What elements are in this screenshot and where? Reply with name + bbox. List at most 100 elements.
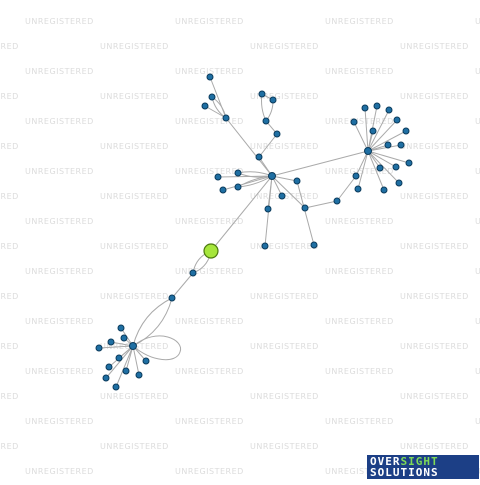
graph-node[interactable] (392, 163, 400, 171)
graph-node[interactable] (405, 159, 413, 167)
watermark-text: UNREGISTERED (250, 392, 319, 401)
graph-edge (336, 175, 357, 202)
graph-self-loop (132, 335, 182, 361)
hub-node[interactable] (364, 147, 372, 155)
watermark-text: UNREGISTERED (0, 292, 19, 301)
graph-node[interactable] (262, 117, 270, 125)
graph-edge (296, 180, 315, 246)
watermark-text: UNREGISTERED (100, 92, 169, 101)
watermark-text: UNREGISTERED (175, 367, 244, 376)
graph-node[interactable] (120, 334, 128, 342)
watermark-text: UNREGISTERED (0, 42, 19, 51)
watermark-text: UNREGISTERED (400, 92, 469, 101)
graph-node[interactable] (293, 177, 301, 185)
graph-node[interactable] (273, 130, 281, 138)
graph-node[interactable] (234, 169, 242, 177)
graph-node[interactable] (201, 102, 209, 110)
graph-node[interactable] (385, 106, 393, 114)
watermark-text: UNREGISTERED (475, 267, 480, 276)
graph-node[interactable] (310, 241, 318, 249)
graph-edge (115, 345, 134, 388)
watermark-text: UNREGISTERED (175, 317, 244, 326)
watermark-text: UNREGISTERED (25, 117, 94, 126)
watermark-text: UNREGISTERED (325, 117, 394, 126)
graph-node[interactable] (354, 185, 362, 193)
graph-node[interactable] (214, 173, 222, 181)
watermark-text: UNREGISTERED (100, 142, 169, 151)
graph-node[interactable] (234, 183, 242, 191)
watermark-text: UNREGISTERED (25, 167, 94, 176)
watermark-text: UNREGISTERED (250, 292, 319, 301)
graph-node[interactable] (352, 172, 360, 180)
watermark-text: UNREGISTERED (250, 242, 319, 251)
watermark-text: UNREGISTERED (250, 442, 319, 451)
graph-node[interactable] (105, 363, 113, 371)
graph-edge (222, 175, 273, 191)
watermark-text: UNREGISTERED (475, 367, 480, 376)
focus-node[interactable] (203, 243, 219, 259)
graph-node[interactable] (219, 186, 227, 194)
logo-line-1: OVERSIGHT (370, 456, 439, 467)
graph-node[interactable] (350, 118, 358, 126)
graph-node[interactable] (255, 153, 263, 161)
watermark-text: UNREGISTERED (325, 367, 394, 376)
hub-node[interactable] (129, 342, 137, 350)
node-layer (95, 73, 413, 391)
watermark-text: UNREGISTERED (475, 167, 480, 176)
watermark-text: UNREGISTERED (0, 92, 19, 101)
graph-node[interactable] (208, 93, 216, 101)
graph-node[interactable] (361, 104, 369, 112)
graph-node[interactable] (369, 127, 377, 135)
watermark-text: UNREGISTERED (100, 392, 169, 401)
watermark-text: UNREGISTERED (475, 67, 480, 76)
graph-node[interactable] (333, 197, 341, 205)
graph-node[interactable] (301, 204, 309, 212)
watermark-text: UNREGISTERED (250, 142, 319, 151)
graph-node[interactable] (206, 73, 214, 81)
watermark-layer: UNREGISTERED UNREGISTERED UNREGISTERED UNRE… (0, 17, 480, 476)
graph-node[interactable] (107, 338, 115, 346)
graph-node[interactable] (102, 374, 110, 382)
graph-node[interactable] (384, 141, 392, 149)
graph-node[interactable] (122, 367, 130, 375)
graph-node[interactable] (373, 102, 381, 110)
watermark-text: UNREGISTERED (175, 67, 244, 76)
graph-node[interactable] (115, 354, 123, 362)
watermark-text: UNREGISTERED (25, 467, 94, 476)
graph-node[interactable] (258, 90, 266, 98)
watermark-text: UNREGISTERED (25, 267, 94, 276)
watermark-text: UNREGISTERED (100, 42, 169, 51)
graph-node[interactable] (376, 164, 384, 172)
watermark-text: UNREGISTERED (475, 17, 480, 26)
watermark-text: UNREGISTERED (0, 442, 19, 451)
watermark-text: UNREGISTERED (325, 467, 394, 476)
graph-node[interactable] (269, 96, 277, 104)
graph-node[interactable] (402, 127, 410, 135)
graph-edge (364, 107, 369, 152)
watermark-text: UNREGISTERED (25, 417, 94, 426)
watermark-text: UNREGISTERED (175, 17, 244, 26)
graph-node[interactable] (393, 116, 401, 124)
graph-node[interactable] (112, 383, 120, 391)
graph-node[interactable] (395, 179, 403, 187)
graph-node[interactable] (264, 205, 272, 213)
graph-node[interactable] (278, 192, 286, 200)
graph-node[interactable] (380, 186, 388, 194)
watermark-text: UNREGISTERED (250, 92, 319, 101)
graph-node[interactable] (117, 324, 125, 332)
graph-node[interactable] (222, 114, 230, 122)
hub-node[interactable] (268, 172, 276, 180)
graph-node[interactable] (397, 141, 405, 149)
graph-node[interactable] (142, 357, 150, 365)
watermark-text: UNREGISTERED (400, 292, 469, 301)
graph-node[interactable] (189, 269, 197, 277)
graph-node[interactable] (168, 294, 176, 302)
watermark-text: UNREGISTERED (475, 317, 480, 326)
graph-node[interactable] (261, 242, 269, 250)
graph-node[interactable] (135, 371, 143, 379)
watermark-text: UNREGISTERED (325, 267, 394, 276)
watermark-text: UNREGISTERED (0, 392, 19, 401)
graph-node[interactable] (95, 344, 103, 352)
logo-line-2: SOLUTIONS (370, 466, 439, 479)
